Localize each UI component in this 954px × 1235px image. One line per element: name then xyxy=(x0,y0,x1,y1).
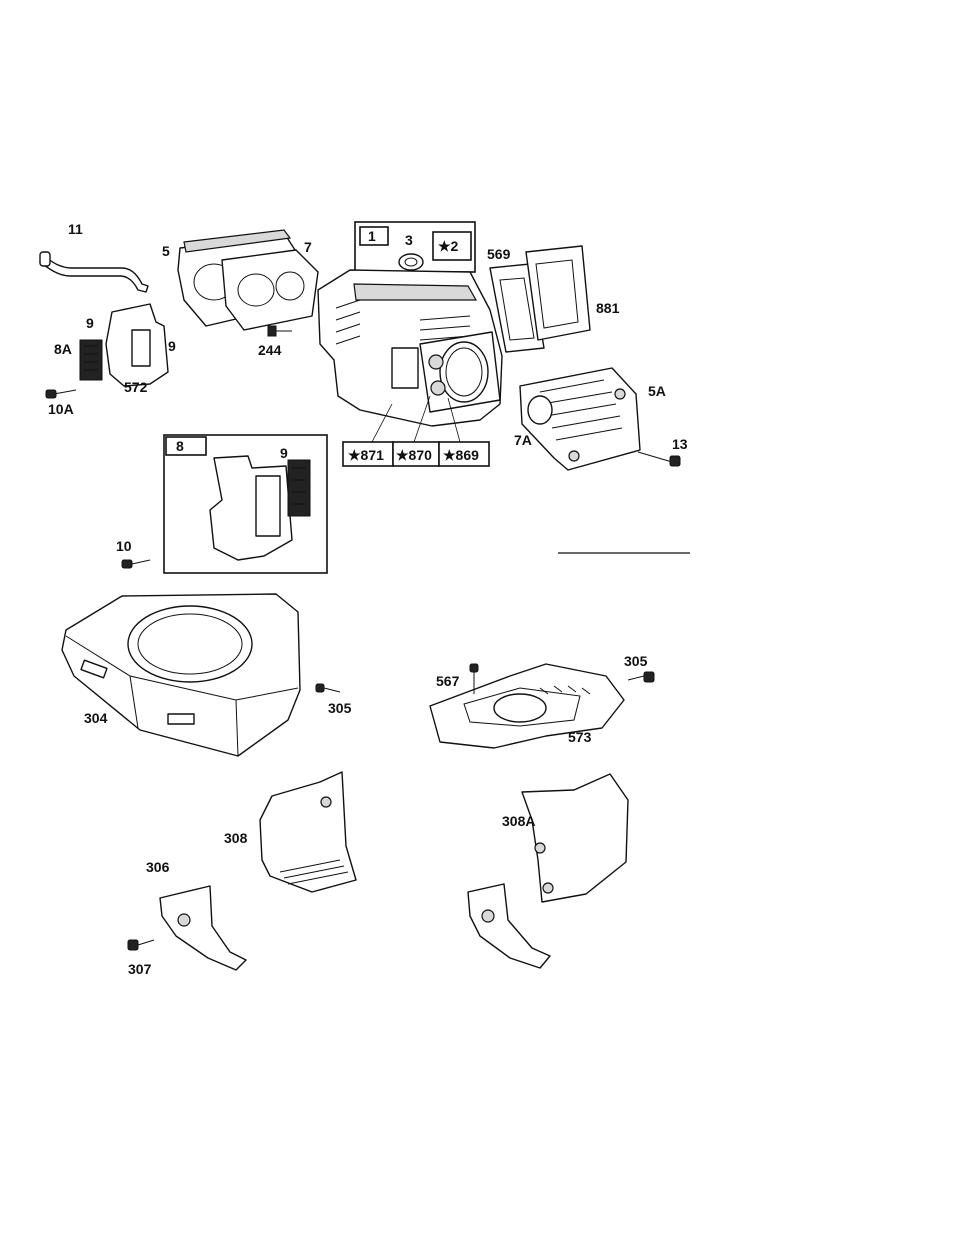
label-569: 569 xyxy=(487,246,511,262)
label-9a: 9 xyxy=(86,315,94,331)
part-8A-rectifier xyxy=(80,340,102,380)
part-7-gasket xyxy=(222,250,318,330)
part-881-gasket xyxy=(526,246,590,340)
label-2: ★2 xyxy=(438,238,459,254)
label-3: 3 xyxy=(405,232,413,248)
label-5A: 5A xyxy=(648,383,666,399)
part-8-label-box xyxy=(166,437,206,455)
part-5A-cylinder-head xyxy=(520,368,640,470)
part-13-bolt xyxy=(638,452,680,466)
label-11: 11 xyxy=(68,221,83,237)
label-871: ★871 xyxy=(348,447,384,463)
part-306-deflector xyxy=(160,886,246,970)
part-308-shield xyxy=(260,772,356,892)
label-1: 1 xyxy=(368,228,376,244)
label-567: 567 xyxy=(436,673,460,689)
part-8-assembly xyxy=(210,456,310,560)
label-7A: 7A xyxy=(514,432,532,448)
part-307-screw xyxy=(128,940,154,950)
label-244: 244 xyxy=(258,342,282,358)
part-304-blower-housing xyxy=(62,594,300,756)
label-10: 10 xyxy=(116,538,132,554)
label-572: 572 xyxy=(124,379,148,395)
label-304: 304 xyxy=(84,710,108,726)
label-9b: 9 xyxy=(168,338,176,354)
label-305b: 305 xyxy=(624,653,648,669)
label-305a: 305 xyxy=(328,700,352,716)
label-9c: 9 xyxy=(280,445,288,461)
deflector-right xyxy=(468,884,550,968)
label-5: 5 xyxy=(162,243,170,259)
part-10A-screw xyxy=(46,390,76,398)
label-306: 306 xyxy=(146,859,170,875)
label-8A: 8A xyxy=(54,341,72,357)
label-869: ★869 xyxy=(443,447,479,463)
label-573: 573 xyxy=(568,729,592,745)
label-870: ★870 xyxy=(396,447,432,463)
part-3-seal xyxy=(399,254,423,270)
label-308: 308 xyxy=(224,830,248,846)
label-308A: 308A xyxy=(502,813,535,829)
part-11-breather-tube xyxy=(40,252,148,292)
part-305a-screw xyxy=(316,684,340,692)
label-7: 7 xyxy=(304,239,312,255)
part-572-baffle xyxy=(106,304,168,386)
label-881: 881 xyxy=(596,300,620,316)
label-10A: 10A xyxy=(48,401,74,417)
part-1-short-block xyxy=(318,270,502,426)
part-308A-shield xyxy=(522,774,628,902)
part-244-screw xyxy=(268,326,292,336)
part-10-screw xyxy=(122,560,150,568)
label-13: 13 xyxy=(672,436,688,452)
part-305b-screw xyxy=(628,672,654,682)
label-8: 8 xyxy=(176,438,184,454)
label-307: 307 xyxy=(128,961,152,977)
